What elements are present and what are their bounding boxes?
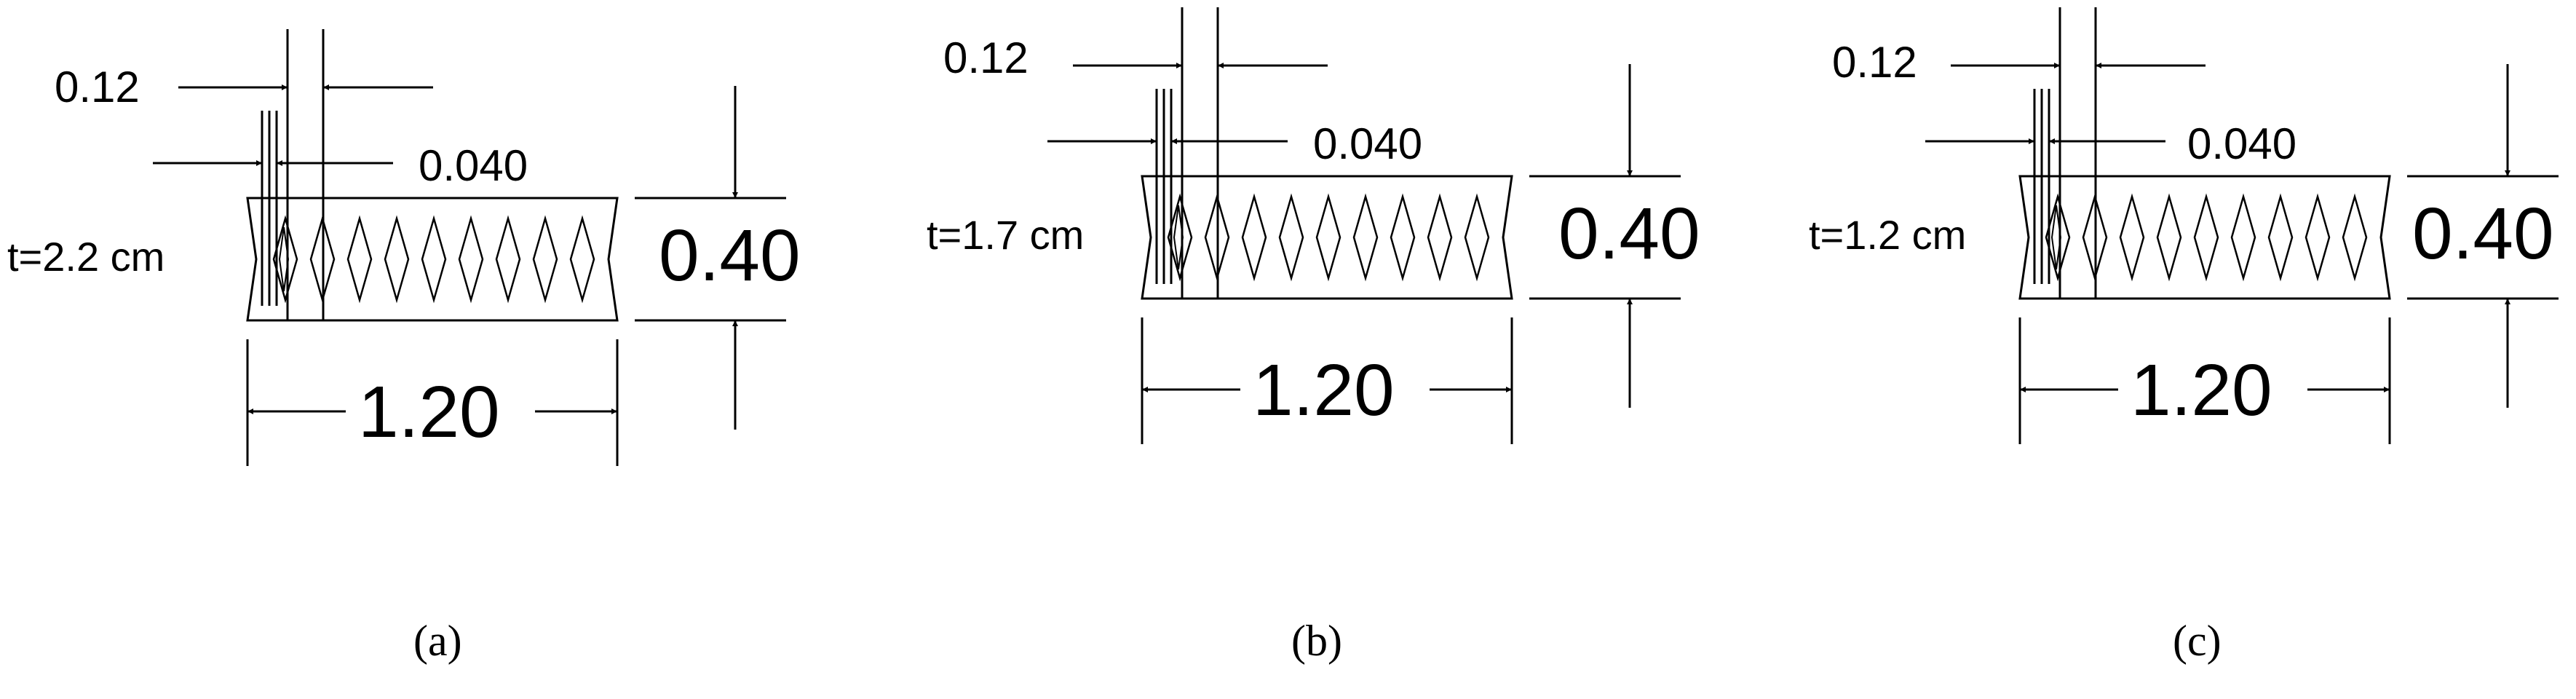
panel-a-diamond [346, 215, 373, 304]
panel-a-thickness-label: t=2.2 cm [7, 234, 165, 280]
panel-c-diamond [2156, 193, 2182, 282]
panel-c-plate-outline [2018, 175, 2391, 300]
panel-c-geometry [1925, 7, 2559, 444]
panel-a-height-label: 0.40 [659, 215, 801, 296]
panel-c-inner-gap-label: 0.040 [2187, 119, 2296, 168]
panel-c-diamond [2119, 193, 2145, 282]
panel-b-caption: (b) [1291, 617, 1342, 665]
panel-c-diamond [2230, 193, 2256, 282]
panel-a-diamond [569, 215, 595, 304]
panel-b-diamond [1427, 193, 1453, 282]
panel-c: 0.12 0.040 t=1.2 cm 0.40 1.20 (c) [1809, 7, 2559, 665]
panel-a-geometry [153, 29, 786, 466]
panel-c-height-label: 0.40 [2412, 193, 2554, 275]
panel-c-diamond [2342, 193, 2368, 282]
panel-b-thickness-label: t=1.7 cm [927, 212, 1084, 258]
panel-c-width-label: 1.20 [2131, 350, 2272, 431]
panel-b-inner-gap-label: 0.040 [1313, 119, 1422, 168]
panel-a-diamond [495, 215, 521, 304]
panel-a-diamond [421, 215, 447, 304]
panel-a: 0.12 0.040 t=2.2 cm 0.40 1.20 (a) [7, 29, 801, 665]
panel-c-caption: (c) [2173, 617, 2222, 665]
panel-c-diamond [2304, 193, 2331, 282]
panel-b-diamond [1315, 193, 1341, 282]
panel-a-caption: (a) [413, 617, 462, 665]
panel-b-diamond [1464, 193, 1490, 282]
panel-a-plate-outline [246, 197, 619, 322]
panel-c-thickness-label: t=1.2 cm [1809, 212, 1966, 258]
panel-a-inner-gap-label: 0.040 [419, 141, 528, 190]
panel-b-plate-outline [1141, 175, 1513, 300]
panel-b-height-label: 0.40 [1558, 193, 1700, 275]
panel-c-outer-gap-label: 0.12 [1832, 38, 1917, 87]
panel-b-outer-gap-label: 0.12 [943, 33, 1029, 82]
panel-c-diamond [2267, 193, 2294, 282]
panel-a-width-label: 1.20 [358, 371, 500, 453]
panel-b-diamond [1278, 193, 1304, 282]
panel-b-diamond [1390, 193, 1416, 282]
panel-b-diamond [1352, 193, 1379, 282]
panel-b-width-label: 1.20 [1253, 350, 1395, 431]
panel-b: 0.12 0.040 t=1.7 cm 0.40 1.20 (b) [927, 7, 1700, 665]
panel-a-diamond [384, 215, 410, 304]
panel-b-geometry [1047, 7, 1681, 444]
panel-a-diamond [458, 215, 484, 304]
panel-a-outer-gap-label: 0.12 [55, 63, 140, 111]
panel-b-diamond [1241, 193, 1267, 282]
panel-a-diamond [532, 215, 558, 304]
panel-c-diamond [2193, 193, 2219, 282]
